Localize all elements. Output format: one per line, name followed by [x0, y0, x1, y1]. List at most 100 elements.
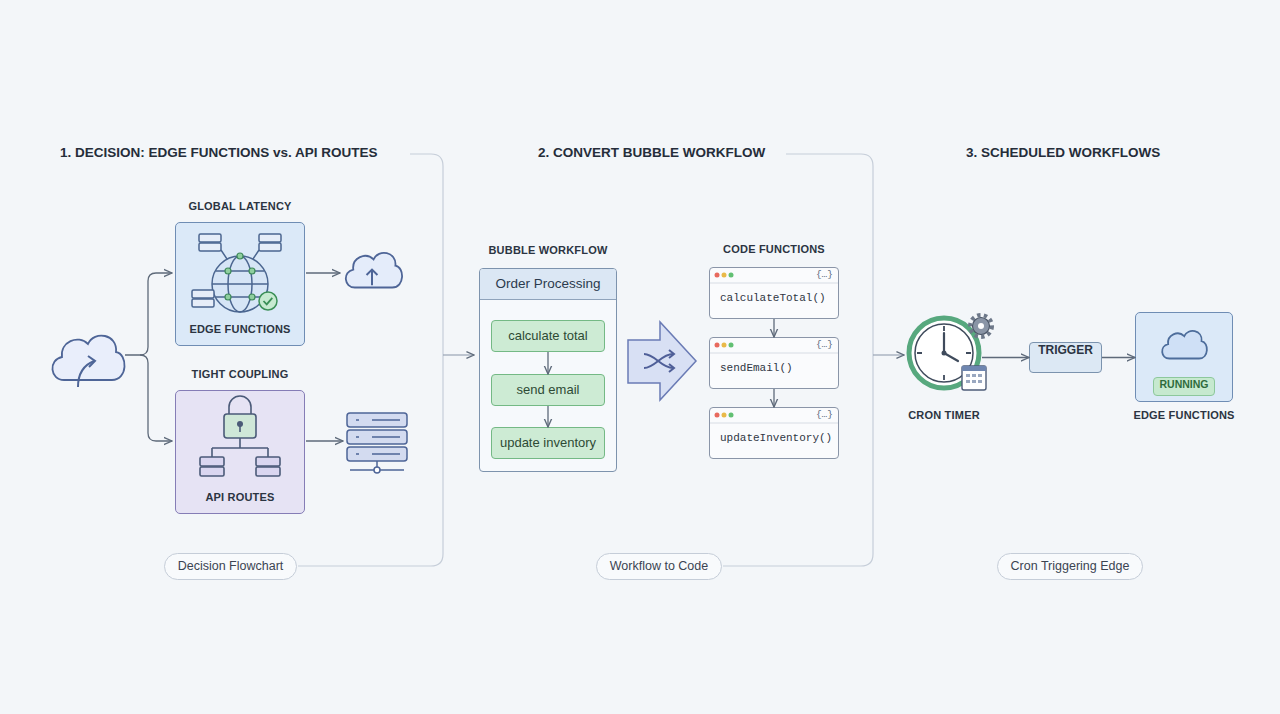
lock-icon	[256, 467, 280, 476]
box-heading: GLOBAL LATENCY	[136, 200, 344, 212]
cloud-icon	[1162, 331, 1207, 359]
caption-pill: Decision Flowchart	[164, 553, 297, 580]
code-symbol: {…}	[816, 269, 833, 280]
cloud-upload-icon	[88, 356, 95, 367]
lock-icon	[224, 414, 256, 438]
window-controls	[710, 273, 838, 424]
cloud-icon	[1162, 331, 1207, 359]
lock-icon	[200, 396, 280, 476]
panel-arrow	[873, 354, 904, 355]
box-label: API ROUTES	[136, 491, 344, 503]
function-name: sendEmail()	[720, 362, 793, 374]
branch-connector	[125, 273, 172, 355]
globe-icon	[225, 268, 231, 274]
lock-icon	[200, 457, 224, 466]
window-controls	[715, 343, 720, 348]
globe-icon	[199, 243, 221, 251]
window-controls	[729, 273, 734, 278]
box-label: TRIGGER	[1030, 343, 1101, 357]
step-box: send email	[491, 374, 605, 406]
clock-icon	[944, 333, 958, 361]
window-controls	[722, 343, 727, 348]
status-badge: RUNNING	[1153, 377, 1215, 396]
calendar-icon	[962, 366, 986, 390]
cloud-upload-icon	[52, 336, 124, 387]
lock-icon	[237, 421, 243, 427]
window-controls	[715, 413, 720, 418]
code-symbol: {…}	[816, 339, 833, 350]
lock-icon	[239, 426, 241, 432]
process-box: TIGHT COUPLINGAPI ROUTES	[175, 390, 305, 514]
globe-icon	[259, 292, 277, 310]
section-heading: 2. CONVERT BUBBLE WORKFLOW	[538, 145, 765, 160]
box-heading: TIGHT COUPLING	[136, 368, 344, 380]
gear-icon	[970, 315, 992, 337]
clock-icon	[915, 324, 973, 382]
conversion-arrow	[628, 322, 696, 400]
flow-arrow	[982, 357, 1029, 358]
window-controls	[729, 343, 734, 348]
globe-icon	[214, 250, 259, 296]
globe-icon	[259, 243, 281, 251]
calendar-icon	[972, 374, 976, 377]
flow-arrow	[773, 389, 774, 407]
panel-arrow	[443, 354, 474, 355]
code-card: {…}calculateTotal()	[709, 267, 839, 319]
server-icon	[356, 420, 400, 454]
globe-icon	[192, 290, 214, 298]
globe-icon	[192, 234, 281, 312]
globe-icon	[192, 234, 281, 307]
globe-icon	[212, 271, 268, 297]
flow-arrow	[773, 319, 774, 337]
window-controls	[722, 273, 727, 278]
section-heading: 1. DECISION: EDGE FUNCTIONS vs. API ROUT…	[60, 145, 378, 160]
globe-icon	[249, 268, 255, 274]
lock-icon	[229, 396, 251, 415]
step-text: send email	[492, 375, 604, 405]
gear-icon	[973, 318, 990, 335]
code-symbol: {…}	[816, 409, 833, 420]
branch-connector	[306, 440, 343, 441]
calendar-icon	[962, 366, 986, 371]
calendar-icon	[966, 380, 970, 383]
process-box: EDGE FUNCTIONSRUNNING	[1135, 312, 1233, 402]
lock-icon	[200, 467, 224, 476]
calendar-icon	[966, 374, 982, 383]
trigger-box: TRIGGER	[1029, 342, 1102, 373]
globe-icon	[264, 298, 273, 305]
process-box: GLOBAL LATENCYEDGE FUNCTIONS	[175, 222, 305, 346]
window-controls	[722, 273, 727, 418]
conversion-arrow	[644, 354, 673, 368]
function-name: updateInventory()	[720, 432, 832, 444]
cloud-upload-icon	[78, 361, 94, 387]
clock-icon	[942, 351, 947, 356]
pill-text: Workflow to Code	[597, 554, 721, 579]
panel-bracket	[298, 154, 443, 566]
window-controls	[729, 273, 734, 418]
globe-icon	[212, 256, 268, 312]
conversion-arrow	[669, 350, 674, 372]
box-heading: BUBBLE WORKFLOW	[440, 244, 656, 256]
cloud-icon	[346, 253, 402, 288]
gear-icon	[970, 315, 992, 337]
calendar-icon	[962, 366, 986, 390]
globe-icon	[199, 234, 221, 242]
box-label: CRON TIMER	[866, 409, 1022, 421]
gear-icon	[978, 323, 984, 329]
server-icon	[374, 467, 380, 473]
server-icon	[347, 430, 407, 444]
server-icon	[347, 413, 407, 473]
step-text: calculate total	[492, 321, 604, 351]
window-controls	[710, 283, 838, 423]
server-icon	[347, 447, 407, 461]
step-box: update inventory	[491, 427, 605, 459]
branch-connector	[306, 272, 340, 273]
lock-icon	[212, 438, 268, 457]
globe-icon	[249, 294, 255, 300]
globe-icon	[237, 253, 243, 259]
caption-pill: Workflow to Code	[596, 553, 722, 580]
lock-icon	[200, 457, 280, 476]
globe-icon	[228, 256, 252, 312]
flow-arrow	[547, 406, 548, 427]
